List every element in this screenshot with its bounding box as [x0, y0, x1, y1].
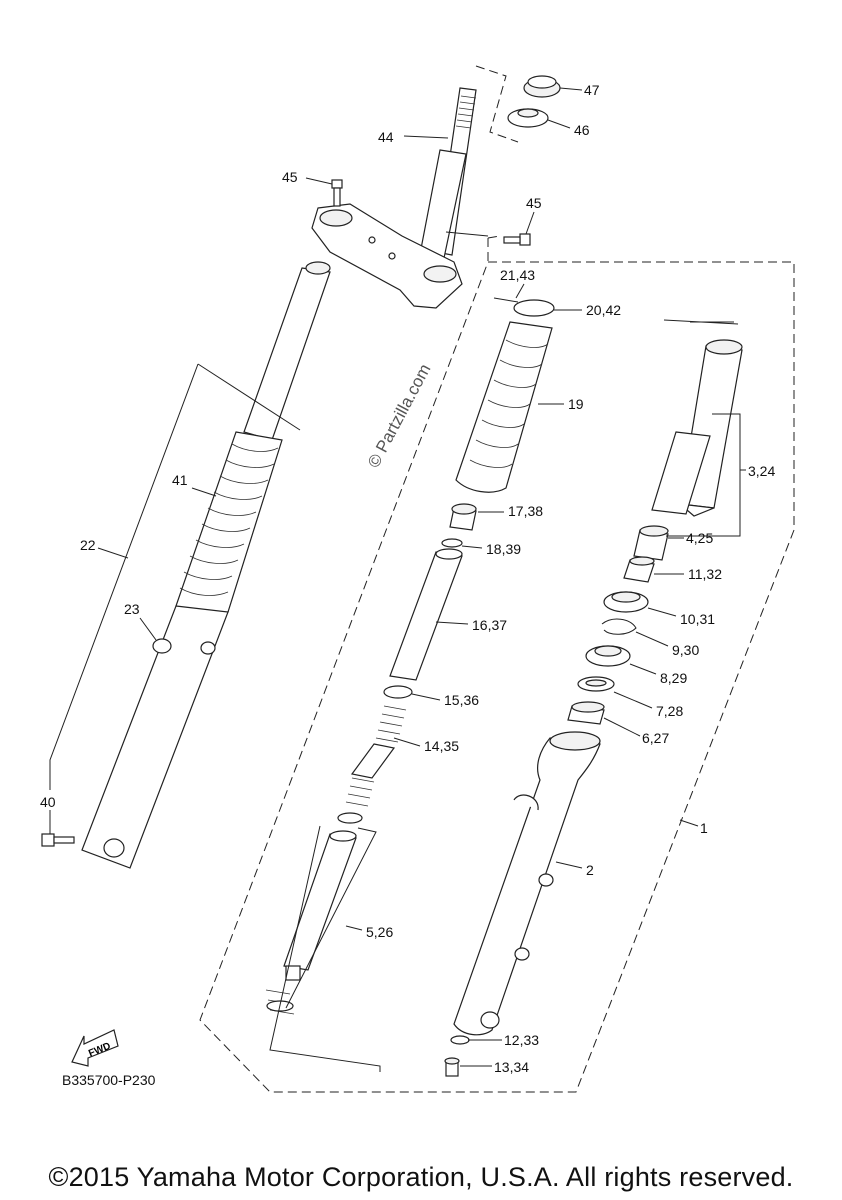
cap-bolt-17-part [449, 503, 477, 531]
callout-45-right: 45 [526, 195, 542, 211]
oil-seal-8-part [585, 645, 631, 667]
inner-tube-3-part [651, 339, 743, 517]
callout-47: 47 [584, 82, 600, 98]
rebound-spring-part [265, 989, 295, 1015]
callout-labels: 47 46 44 45 45 21,43 20,42 19 41 22 23 4… [40, 82, 775, 1075]
callout-41: 41 [172, 472, 188, 488]
callout-4-25: 4,25 [686, 530, 713, 546]
spring-14-part [345, 705, 407, 807]
callout-14-35: 14,35 [424, 738, 459, 754]
callout-11-32: 11,32 [688, 566, 722, 582]
steering-stem-part [419, 87, 477, 259]
bushing-6-part [567, 701, 605, 725]
under-bracket-part [311, 203, 463, 309]
bushing-11-part [623, 556, 655, 583]
leader-lines [49, 87, 746, 1072]
callout-20-42: 20,42 [586, 302, 621, 318]
callout-46: 46 [574, 122, 590, 138]
callout-44: 44 [378, 129, 394, 145]
callout-40: 40 [40, 794, 56, 810]
fwd-arrow-icon: FWD [71, 1029, 119, 1067]
callout-2: 2 [586, 862, 594, 878]
clip-9-part [601, 618, 637, 635]
callout-21-43: 21,43 [500, 267, 535, 283]
callout-1: 1 [700, 820, 708, 836]
dust-seal-10-part [603, 591, 649, 613]
callout-6-27: 6,27 [642, 730, 669, 746]
bolt-45-right-part [503, 233, 531, 246]
bearing-47-part [523, 75, 561, 98]
callout-15-36: 15,36 [444, 692, 479, 708]
callout-12-33: 12,33 [504, 1032, 539, 1048]
circlip-part [337, 812, 363, 824]
assembly-boundary-line [199, 261, 795, 1093]
callout-8-29: 8,29 [660, 670, 687, 686]
bearing-dash-line [475, 65, 519, 143]
bolt-40-part [41, 833, 75, 847]
callout-23: 23 [124, 601, 140, 617]
o-ring-18-part [441, 538, 463, 548]
callout-18-39: 18,39 [486, 541, 521, 557]
callout-7-28: 7,28 [656, 703, 683, 719]
callout-10-31: 10,31 [680, 611, 715, 627]
bolt-13-part [444, 1057, 460, 1077]
callout-16-37: 16,37 [472, 617, 507, 633]
gasket-12-part [450, 1035, 470, 1045]
screw-21-part [493, 297, 519, 303]
callout-13-34: 13,34 [494, 1059, 529, 1075]
callout-45-left: 45 [282, 169, 298, 185]
callout-3-24: 3,24 [748, 463, 775, 479]
bearing-46-part [507, 108, 549, 128]
callout-22: 22 [80, 537, 96, 553]
washer-7-part [577, 676, 615, 692]
callout-5-26: 5,26 [366, 924, 393, 940]
bushing-4-part [633, 525, 669, 561]
callout-17-38: 17,38 [508, 503, 543, 519]
dust-boot-19-part [455, 321, 553, 493]
bracket-dash-line-2 [487, 235, 501, 239]
figure-code: B335700-P230 [62, 1072, 156, 1088]
fork-assembly-left-part [81, 261, 331, 869]
spacer-16-part [389, 548, 463, 681]
callout-19: 19 [568, 396, 584, 412]
damper-rod-5-part [283, 830, 357, 981]
clamp-20-part [513, 299, 555, 317]
copyright-notice: ©2015 Yamaha Motor Corporation, U.S.A. A… [48, 1162, 794, 1192]
callout-9-30: 9,30 [672, 642, 699, 658]
bolt-45-left-part [331, 179, 343, 207]
washer-15-part [383, 685, 413, 699]
outer-tube-2-part [453, 731, 601, 1036]
